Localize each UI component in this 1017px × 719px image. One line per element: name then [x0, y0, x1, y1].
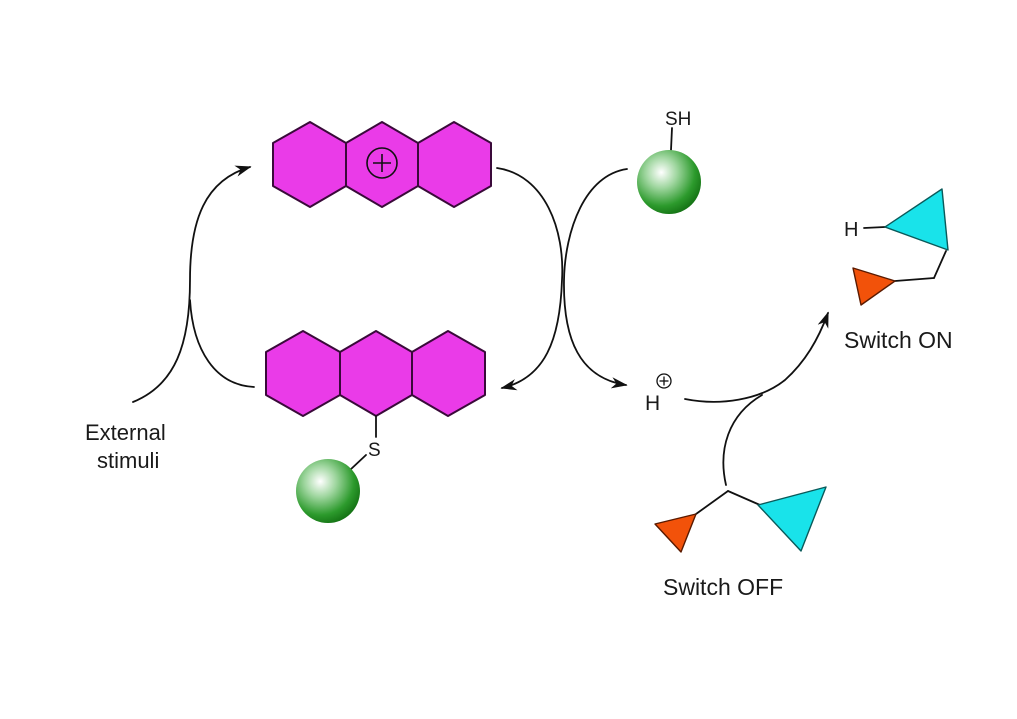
free-thiol: SH: [637, 109, 701, 214]
proton-release-arrow: [563, 168, 628, 389]
thiol-sh-label: SH: [665, 109, 691, 130]
external-stimuli-label-2: stimuli: [97, 448, 159, 473]
switch-off-label: Switch OFF: [663, 574, 783, 600]
hexagon-right: [417, 121, 492, 208]
linker-left: [695, 490, 729, 515]
switch-on-label: Switch ON: [844, 327, 953, 353]
hexagon-middle: [339, 330, 413, 417]
linker-down: [933, 250, 947, 279]
sh-bond: [670, 127, 673, 151]
linker-left: [894, 277, 935, 282]
hexagon-left: [265, 330, 341, 417]
bound-sphere: [296, 459, 360, 523]
linker-right: [727, 490, 761, 506]
switch-on-h-label: H: [844, 219, 858, 241]
cyan-triangle: [757, 486, 827, 552]
thiol-adduct-tricycle: S: [265, 330, 486, 523]
orange-triangle: [852, 267, 896, 306]
cationic-tricycle: [272, 121, 492, 208]
external-stimuli-label-1: External: [85, 420, 166, 445]
cyan-triangle: [884, 188, 949, 251]
orange-triangle: [654, 513, 697, 553]
sphere-bond: [349, 454, 367, 471]
proton-charge-icon: [656, 373, 672, 389]
positive-charge-icon: [366, 147, 398, 179]
h-bond: [863, 226, 886, 229]
switch-off-arc: [722, 394, 763, 486]
switch-off-molecule: Switch OFF: [654, 486, 827, 600]
proton-label: H: [645, 392, 660, 415]
sulfur-label: S: [368, 440, 381, 461]
switch-on-molecule: H Switch ON: [844, 188, 953, 353]
external-stimuli-arrow: [132, 165, 252, 403]
hexagon-left: [272, 121, 347, 208]
addition-arrow: [496, 167, 564, 391]
thiol-sphere: [637, 150, 701, 214]
hexagon-right: [411, 330, 486, 417]
proton-to-switch-arc: [684, 311, 829, 403]
reverse-arc: [189, 299, 255, 388]
